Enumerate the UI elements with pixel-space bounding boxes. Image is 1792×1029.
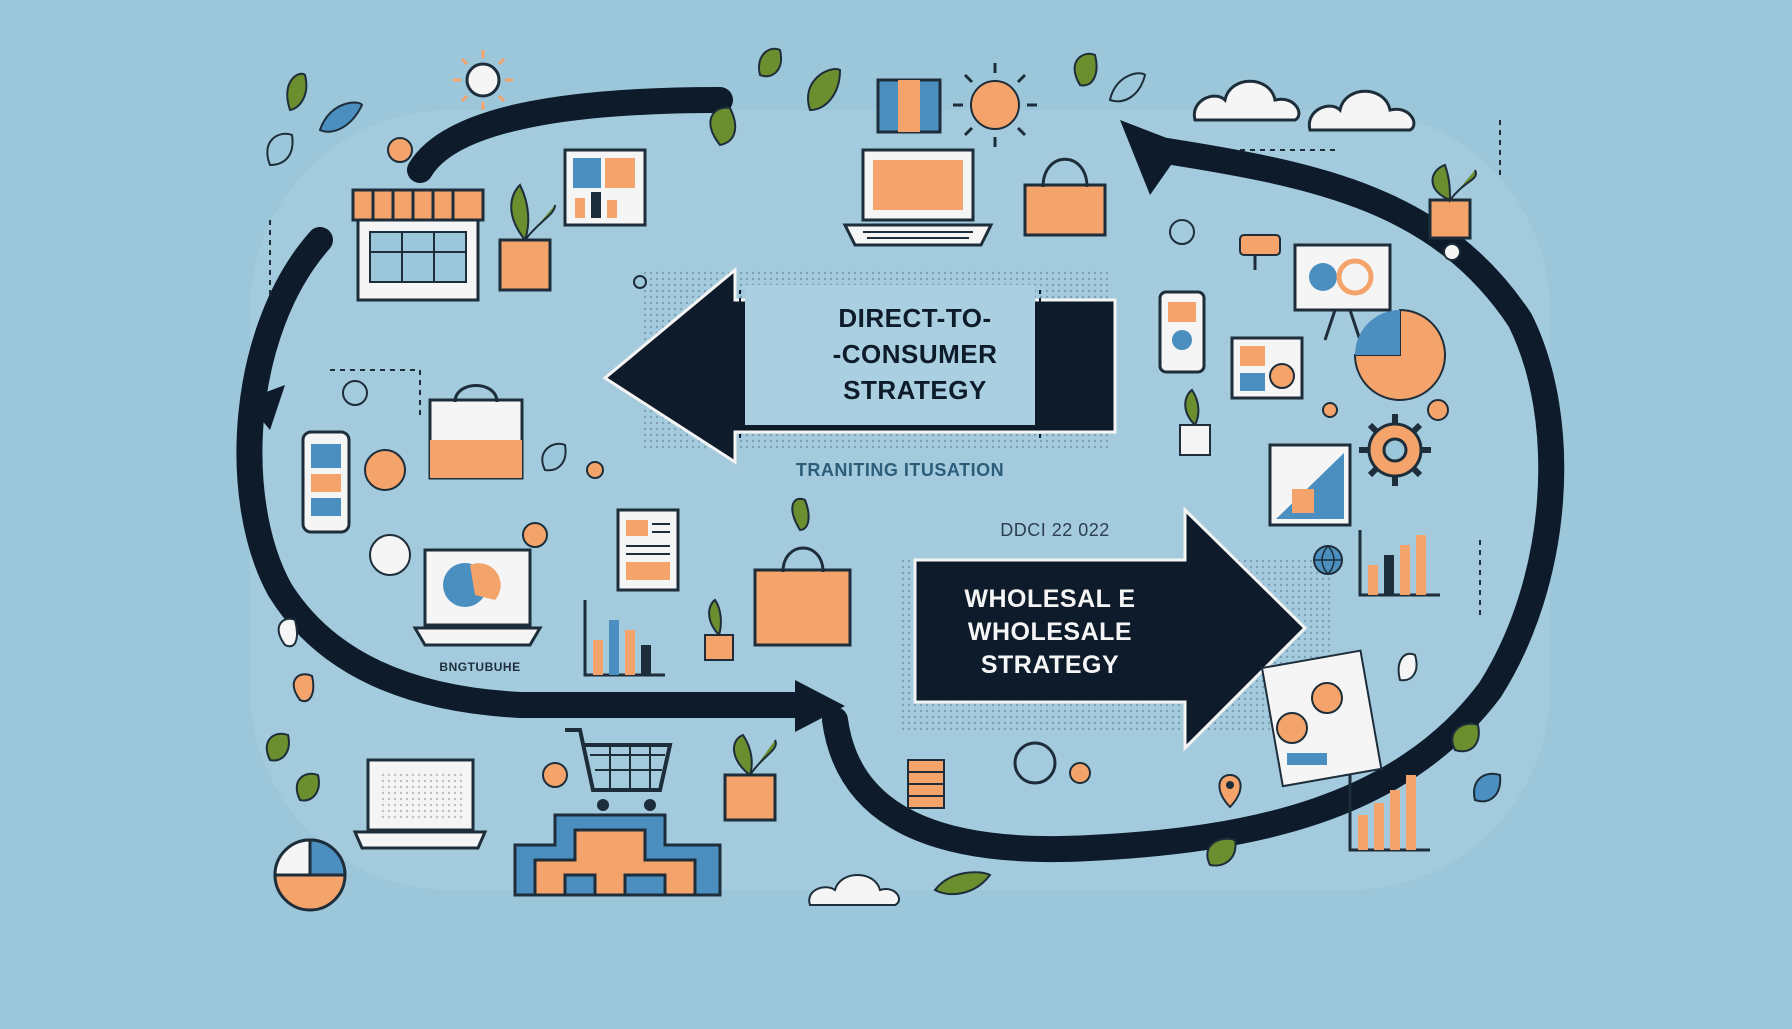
package-icon: [876, 78, 942, 134]
bar-chart-icon: [583, 600, 665, 677]
storefront-caption: BNGTUBUHE: [439, 660, 521, 674]
sun-icon: [522, 522, 548, 548]
wholesale-label-line2: WHOLESALE: [967, 618, 1133, 646]
potted-plant-icon: [723, 733, 777, 822]
camera-icon: [1239, 234, 1281, 270]
shopping-bag-icon: [753, 546, 852, 647]
wholesale-label-line3: STRATEGY: [980, 651, 1120, 679]
location-pin-icon: [1218, 773, 1242, 809]
loop-arrowhead-bottom: [795, 680, 845, 732]
bar-chart-icon: [1348, 775, 1430, 852]
dtc-label-line3: STRATEGY: [843, 375, 987, 405]
loop-arrowhead-left: [245, 385, 285, 430]
potted-plant-icon: [498, 183, 556, 292]
laptop-icon: [842, 148, 994, 247]
storefront-icon: [351, 188, 485, 302]
loop-left-segment: [236, 227, 818, 718]
dashboard-icon: [1230, 336, 1304, 400]
cloud-icon: [1192, 79, 1301, 122]
target-icon: [1013, 741, 1091, 785]
dtc-label-line2: -CONSUMER: [832, 339, 998, 369]
smartphone-icon: [301, 430, 351, 534]
chart-card-icon: [1260, 649, 1383, 788]
date-label: DDCI 22 022: [1000, 520, 1110, 540]
sun-icon: [953, 63, 1037, 147]
loop-top-left-segment: [407, 87, 733, 183]
coins-icon: [907, 759, 945, 809]
center-caption: TRANITING ITUSATION: [795, 460, 1005, 480]
image-frame-icon: [1268, 443, 1352, 527]
loop-arrowhead-top: [1120, 120, 1185, 195]
dtc-label: DIRECT-TO- -CONSUMER STRATEGY: [790, 300, 1040, 408]
pie-chart-icon: [273, 838, 347, 912]
smartphone-icon: [1158, 290, 1206, 374]
billboard-icon: [1293, 243, 1392, 341]
shopping-bag-icon: [428, 384, 524, 480]
cloud-icon: [808, 874, 900, 906]
leaf-icon: [265, 47, 1502, 896]
sun-icon: [453, 50, 513, 110]
shopping-cart-icon: [565, 728, 673, 811]
potted-plant-icon: [1179, 388, 1211, 456]
laptop-icon: [352, 758, 488, 850]
document-icon: [616, 508, 680, 592]
dashed-connectors: [269, 120, 1501, 620]
globe-icon: [1313, 545, 1343, 576]
wholesale-label-line1: WHOLESAL E: [964, 585, 1136, 613]
potted-plant-icon: [1428, 163, 1477, 240]
potted-plant-icon: [704, 598, 734, 661]
decorative-dots: [342, 137, 1461, 788]
gear-icon: [1359, 414, 1431, 486]
building-block-icon: [513, 813, 722, 897]
cloud-icon: [1307, 89, 1416, 132]
pie-chart-icon: [1353, 308, 1446, 401]
bar-chart-icon: [1358, 530, 1440, 597]
dtc-label-line1: DIRECT-TO-: [838, 303, 992, 333]
shopping-bag-icon: [1023, 157, 1107, 237]
wholesale-label: WHOLESAL E WHOLESALE STRATEGY: [930, 583, 1170, 682]
dtc-label-panel: [745, 285, 1035, 425]
wholesale-label-panel: [925, 572, 1175, 690]
bar-chart-icon: [563, 148, 647, 227]
laptop-icon: [412, 548, 543, 647]
